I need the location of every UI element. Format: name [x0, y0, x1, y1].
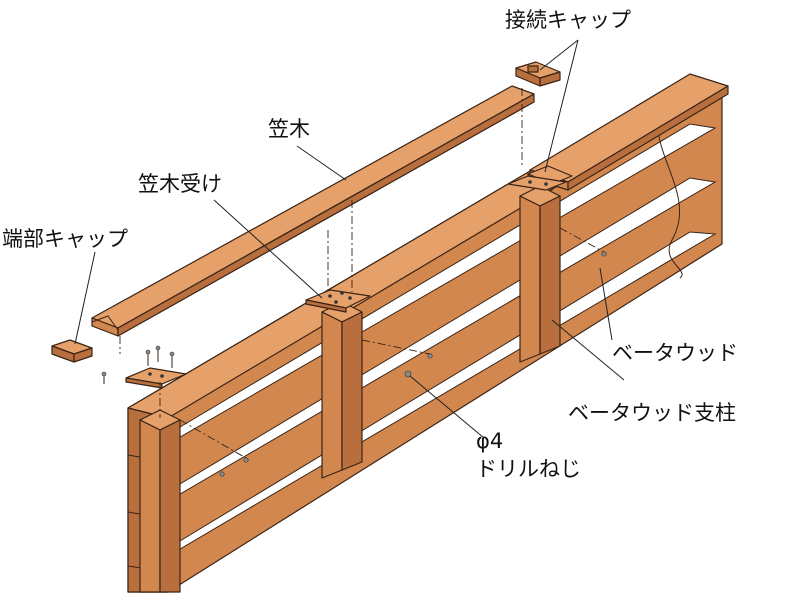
- end-cap-label: 端部キャップ: [2, 227, 128, 251]
- end-post: [139, 409, 181, 593]
- installed-kasagi: [529, 73, 729, 191]
- connection-cap: [515, 61, 561, 87]
- kasagi-rail: [91, 85, 535, 337]
- drill-screw-highlight: [404, 370, 412, 378]
- screws: [101, 251, 607, 477]
- beta-wood-post-label: ベータウッド支柱: [568, 401, 736, 425]
- kasagi-receiver-label: 笠木受け: [138, 172, 222, 196]
- beta-wood-label: ベータウッド: [612, 341, 738, 365]
- leader-lines: [74, 39, 625, 439]
- assembly-guides: [119, 88, 605, 459]
- kasagi-receiver-middle: [305, 289, 371, 313]
- connection-post: [519, 185, 561, 363]
- end-cap: [51, 339, 93, 363]
- kasagi-receiver-end: [125, 367, 187, 389]
- kasagi-receiver-connection: [507, 175, 567, 191]
- kasagi-label: 笠木: [268, 117, 310, 141]
- drill-screw-label: ドリルねじ: [476, 457, 581, 481]
- middle-post: [321, 301, 363, 479]
- connection-cap-label: 接続キャップ: [505, 8, 631, 32]
- screw-size-label: φ4: [476, 429, 504, 453]
